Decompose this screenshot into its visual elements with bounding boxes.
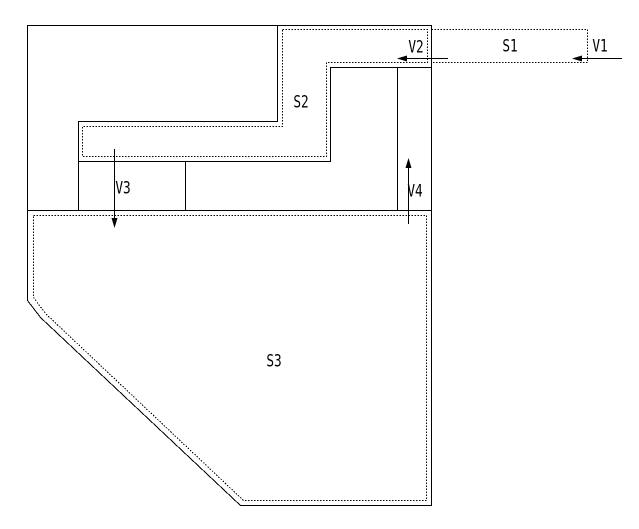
arrow-v4 <box>405 158 412 224</box>
s3-channel <box>33 215 427 501</box>
arrow-v1 <box>572 55 622 62</box>
label-v4: V4 <box>407 181 422 201</box>
arrow-v2 <box>397 55 448 62</box>
label-v3: V3 <box>115 178 130 198</box>
s3-outline <box>27 210 432 506</box>
label-s2: S2 <box>293 92 308 112</box>
label-s3: S3 <box>266 351 281 371</box>
s2-inner-wall <box>78 67 432 162</box>
arrow-v3 <box>111 149 118 228</box>
label-v1: V1 <box>592 36 607 56</box>
label-s1: S1 <box>502 36 517 56</box>
s2-channel <box>82 29 428 157</box>
upper-frame <box>27 25 432 211</box>
s2-outer-wall <box>78 25 278 211</box>
label-v2: V2 <box>408 37 423 57</box>
s1-box <box>431 29 588 63</box>
